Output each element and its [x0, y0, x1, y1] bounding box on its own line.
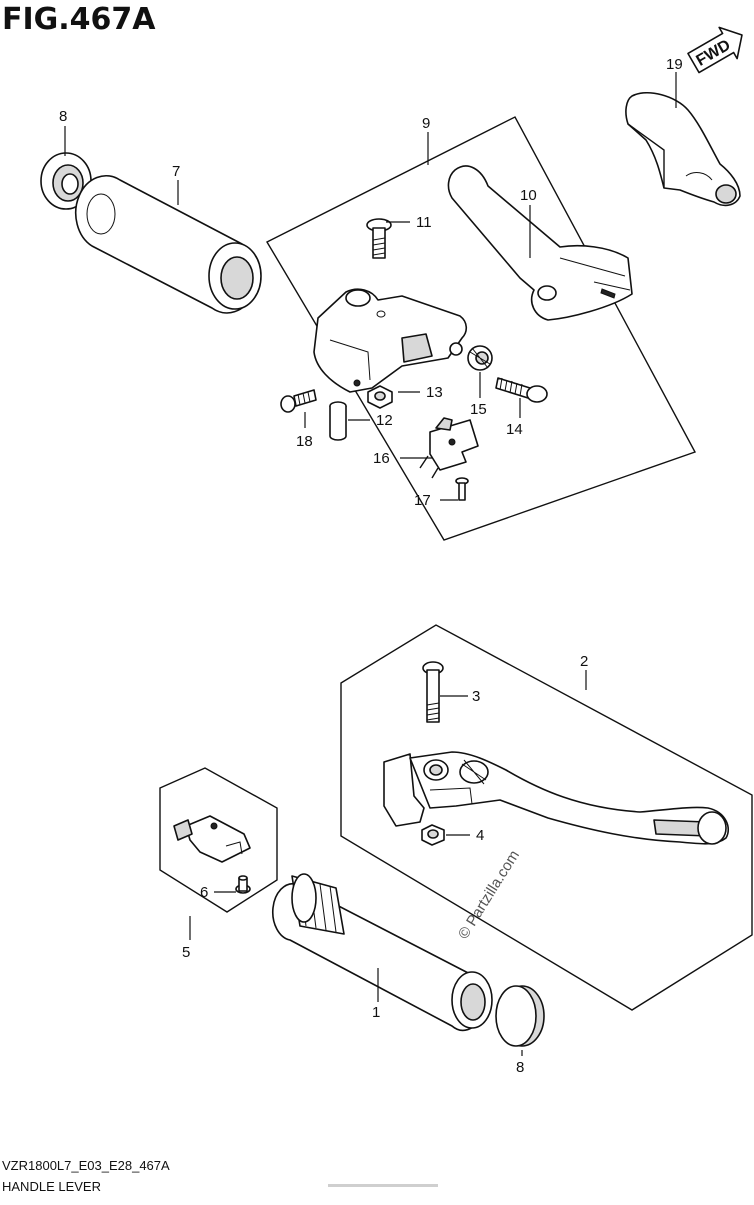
callout-8-top: 8: [59, 108, 67, 125]
leader-lines: [64, 72, 677, 1056]
callout-15: 15: [470, 401, 487, 418]
switch-screw-lower: [235, 875, 251, 894]
forward-arrow-icon: FWD: [687, 26, 743, 74]
model-code: VZR1800L7_E03_E28_467A: [2, 1158, 170, 1173]
callout-5: 5: [182, 944, 190, 961]
callout-9: 9: [422, 115, 430, 132]
lever-adjuster-dial: [467, 345, 493, 371]
clutch-lever: [447, 165, 633, 321]
callout-12: 12: [376, 412, 393, 429]
clutch-lever-assembly-boundary: [266, 116, 697, 541]
callout-14: 14: [506, 421, 523, 438]
lever-boot-cover: [625, 92, 741, 207]
switch-screw-upper: [455, 477, 469, 501]
callout-19: 19: [666, 56, 683, 73]
left-handle-grip: [74, 175, 262, 314]
callout-4: 4: [476, 827, 484, 844]
brake-lever: [383, 751, 730, 845]
brake-lever-nut: [421, 824, 445, 846]
footer-fine-print: [328, 1184, 438, 1187]
section-name: HANDLE LEVER: [2, 1179, 101, 1194]
watermark-text: © Partzilla.com: [455, 847, 523, 942]
callout-6: 6: [200, 884, 208, 901]
switch-assembly-boundary: [159, 767, 278, 913]
callout-8-bottom: 8: [516, 1059, 524, 1076]
holder-nut: [367, 385, 393, 409]
brake-lever-pivot-bolt: [422, 661, 444, 723]
bar-end-weight-bottom: [495, 985, 545, 1047]
clutch-lever-pivot-bolt: [366, 218, 392, 259]
right-handle-grip: [272, 873, 493, 1032]
callout-3: 3: [472, 688, 480, 705]
figure-title: FIG.467A: [2, 2, 156, 37]
callout-10: 10: [520, 187, 537, 204]
callout-1: 1: [372, 1004, 380, 1021]
holder-bolt: [280, 389, 317, 413]
spacer-collar: [329, 401, 347, 441]
callout-11: 11: [416, 214, 432, 231]
callout-2: 2: [580, 653, 588, 670]
callout-16: 16: [373, 450, 390, 467]
callout-18: 18: [296, 433, 313, 450]
clutch-lever-holder: [313, 288, 468, 393]
front-brake-switch: [173, 815, 251, 863]
lever-adjuster-bolt: [495, 377, 548, 403]
callout-13: 13: [426, 384, 443, 401]
bar-end-weight-top: [40, 152, 92, 210]
clutch-lever-switch: [419, 417, 479, 479]
callout-17: 17: [414, 492, 431, 509]
brake-lever-assembly-boundary: [340, 624, 753, 1011]
callout-7: 7: [172, 163, 180, 180]
